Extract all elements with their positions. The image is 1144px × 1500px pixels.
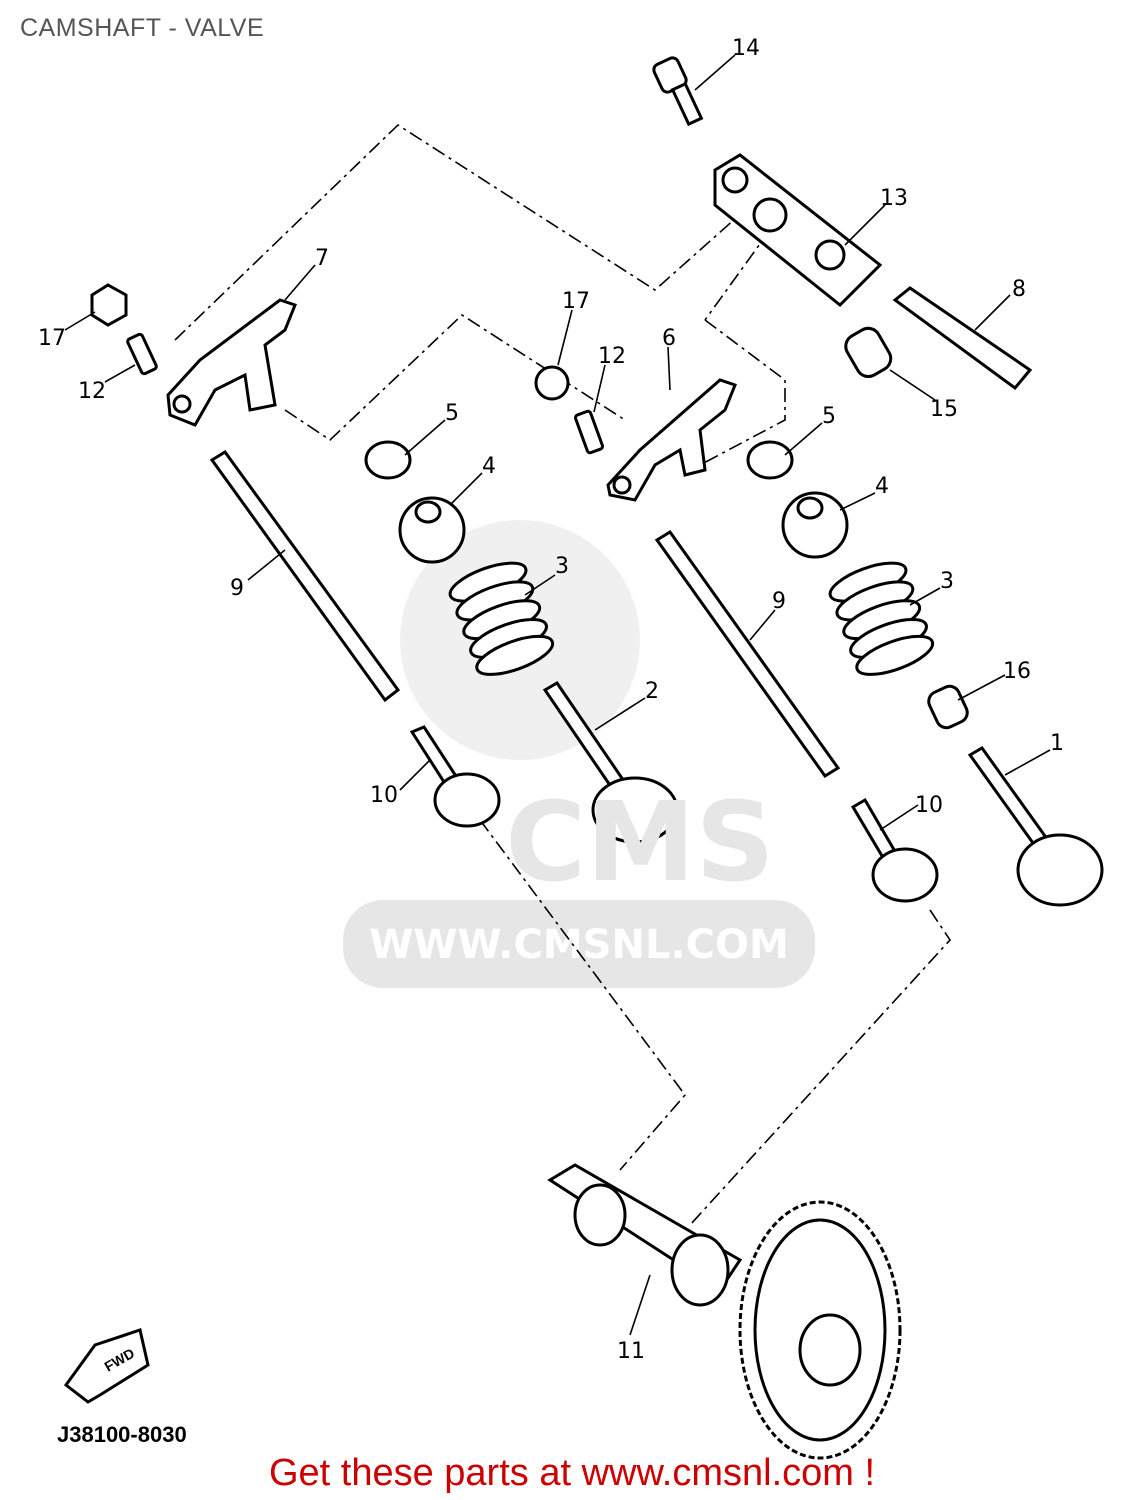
- watermark-url: WWW.CMSNL.COM: [369, 922, 789, 968]
- assembly-lines: [174, 123, 952, 1226]
- watermark-banner: [343, 900, 815, 988]
- fwd-arrow: FWD: [63, 1328, 150, 1404]
- callout-10: 10: [915, 793, 943, 818]
- part-9-push-rod: [209, 449, 841, 779]
- callout-3: 3: [940, 569, 954, 594]
- page-title: CAMSHAFT - VALVE: [20, 14, 265, 42]
- part-8-rocker-shaft: [892, 286, 1033, 391]
- callout-12: 12: [78, 379, 106, 404]
- callout-17: 17: [38, 326, 66, 351]
- leader-lines: [64, 54, 1051, 1336]
- part-14-bolt: [652, 56, 704, 127]
- callout-4: 4: [482, 454, 496, 479]
- watermark-logo: CMS: [505, 778, 774, 906]
- part-7-rocker-arm: [166, 298, 297, 427]
- callout-10: 10: [370, 783, 398, 808]
- callout-15: 15: [930, 397, 958, 422]
- part-2-valve: [542, 681, 679, 844]
- watermark: WWW.CMSNL.COM: [343, 520, 815, 988]
- part-17-nut: [90, 283, 570, 401]
- callout-3: 3: [555, 554, 569, 579]
- callout-9: 9: [772, 589, 786, 614]
- diagram-code: J38100-8030: [57, 1422, 187, 1447]
- callout-8: 8: [1012, 277, 1026, 302]
- callout-17: 17: [562, 289, 590, 314]
- callout-16: 16: [1003, 659, 1031, 684]
- callout-7: 7: [315, 246, 329, 271]
- callout-13: 13: [880, 186, 908, 211]
- part-10-valve-guide: [409, 725, 939, 903]
- callout-12: 12: [598, 344, 626, 369]
- callout-14: 14: [732, 36, 760, 61]
- callout-5: 5: [822, 404, 836, 429]
- callout-2: 2: [645, 679, 659, 704]
- part-1-valve: [967, 746, 1104, 907]
- callout-4: 4: [875, 474, 889, 499]
- part-13-rocker-arm-bracket: [713, 153, 883, 308]
- footer-promo-link[interactable]: Get these parts at www.cmsnl.com !: [268, 1452, 876, 1494]
- callout-11: 11: [617, 1339, 645, 1364]
- part-3-valve-spring: [448, 561, 935, 676]
- part-12-adjuster-screw: [126, 332, 605, 455]
- callout-5: 5: [445, 401, 459, 426]
- callout-1: 1: [1050, 731, 1064, 756]
- part-15-collar: [844, 326, 893, 379]
- callout-labels: 14 13 8 7 17 12 17 12 6 5 5 15 4 4 3 3 9…: [38, 36, 1064, 1364]
- part-4-spring-retainer: [398, 491, 849, 564]
- callout-9: 9: [230, 576, 244, 601]
- part-11-camshaft: [547, 1163, 902, 1460]
- part-16-valve-seal: [927, 684, 969, 730]
- part-6-rocker-arm: [606, 378, 737, 502]
- callout-6: 6: [662, 326, 676, 351]
- part-5-valve-cotter: [364, 440, 794, 480]
